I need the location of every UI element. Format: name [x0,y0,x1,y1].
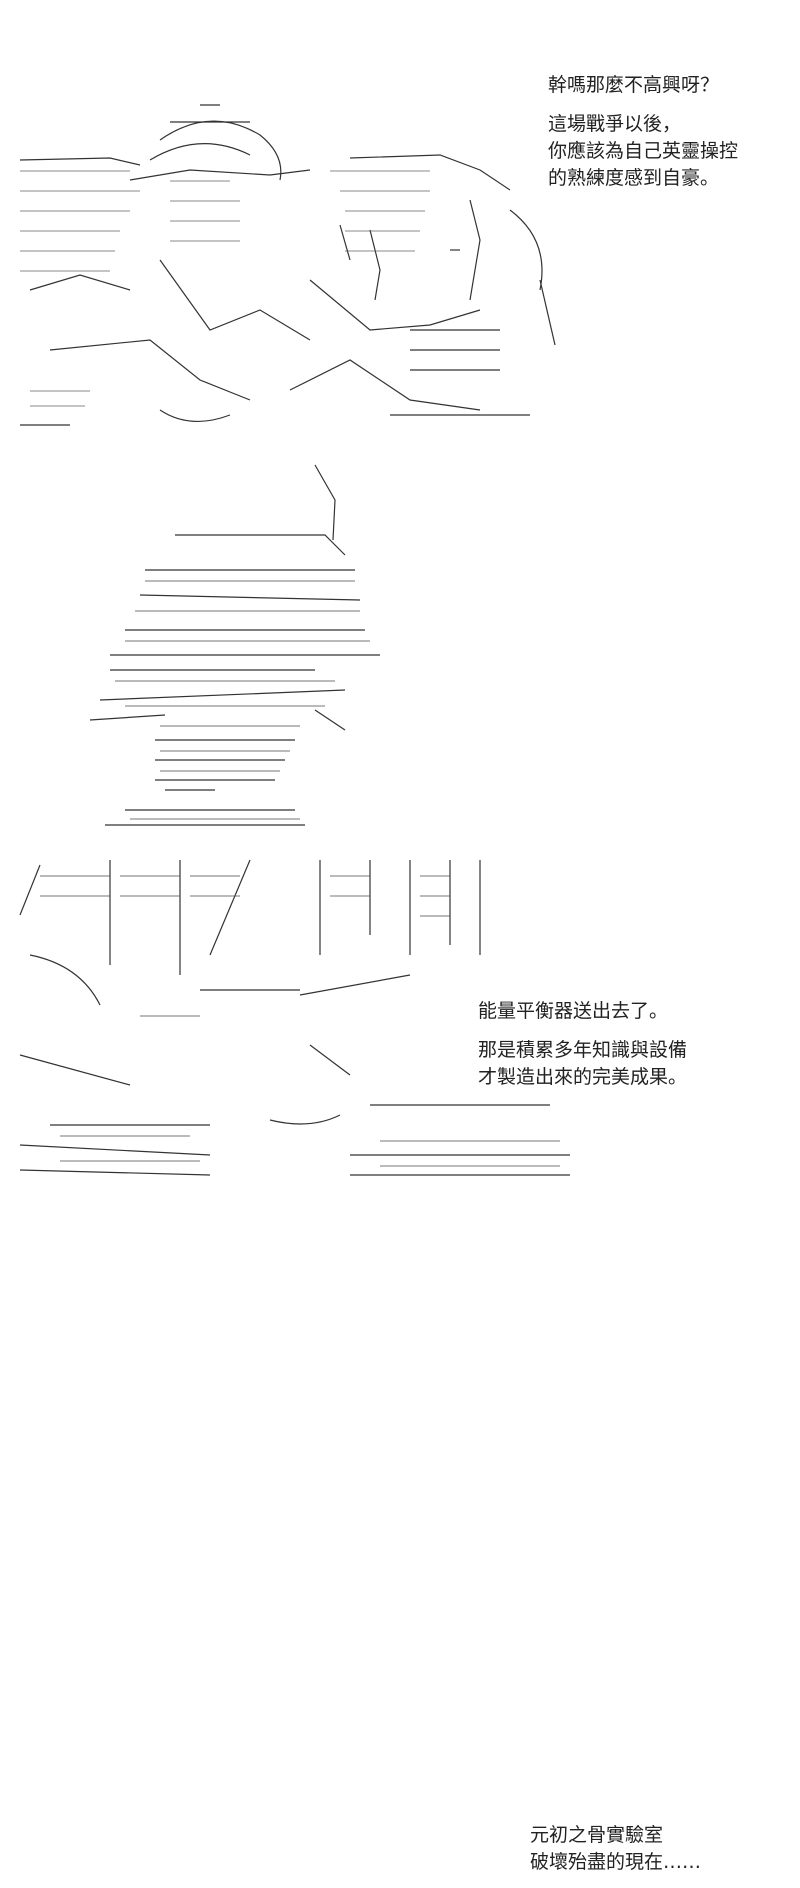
ascii-art-figure-1 [10,100,570,435]
ascii-art-drawing-1 [19,104,556,426]
dialogue-line: 元初之骨實驗室 破壞殆盡的現在…… [530,1824,702,1873]
dialogue-line: 能量平衡器送出去了。 [478,1000,669,1022]
comic-panel-1: 幹嗎那麼不高興呀？ 這場戰爭以後， 你應該為自己英靈操控 的熟練度感到自豪。 [0,0,800,440]
ascii-art-figure-2 [15,460,395,840]
dialogue-line: 幹嗎那麼不高興呀？ [548,74,720,96]
dialogue-box-1: 幹嗎那麼不高興呀？ 這場戰爭以後， 你應該為自己英靈操控 的熟練度感到自豪。 [548,72,738,204]
ascii-art-drawing-2 [89,464,380,826]
dialogue-box-2: 能量平衡器送出去了。 那是積累多年知識與設備 才製造出來的完美成果。 [478,998,687,1103]
ascii-art-figure-3 [10,855,580,1195]
dialogue-box-3: 元初之骨實驗室 破壞殆盡的現在…… [530,1822,701,1888]
comic-panel-3: 元初之骨實驗室 破壞殆盡的現在…… [0,840,800,1873]
ascii-art-drawing-3 [19,859,570,1176]
dialogue-line: 這場戰爭以後， 你應該為自己英靈操控 的熟練度感到自豪。 [548,113,739,189]
comic-panel-2: 能量平衡器送出去了。 那是積累多年知識與設備 才製造出來的完美成果。 [0,440,800,1088]
dialogue-line: 那是積累多年知識與設備 才製造出來的完美成果。 [478,1039,688,1088]
